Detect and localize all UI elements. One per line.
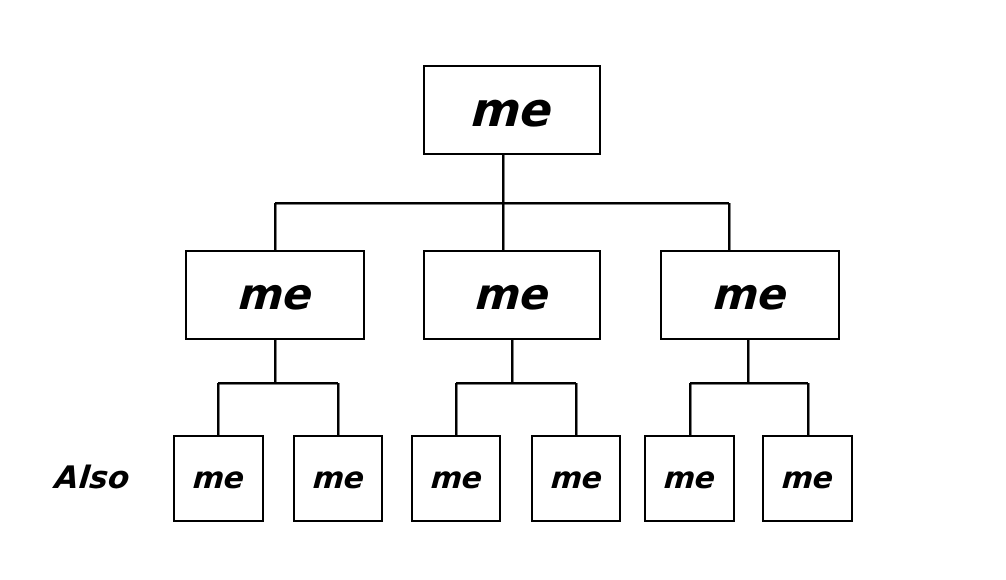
tree-node-mid-1[interactable]: me	[185, 250, 365, 340]
tree-node-leaf-2[interactable]: me	[293, 435, 383, 522]
tree-node-leaf-3[interactable]: me	[411, 435, 501, 522]
tree-node-label: me	[191, 460, 246, 496]
also-annotation-label: Also	[53, 459, 132, 496]
tree-node-label: me	[311, 460, 365, 496]
tree-node-label: me	[711, 269, 789, 320]
tree-node-leaf-1[interactable]: me	[173, 435, 264, 522]
tree-node-leaf-6[interactable]: me	[762, 435, 853, 522]
tree-node-mid-2[interactable]: me	[423, 250, 601, 340]
tree-node-label: me	[473, 269, 551, 320]
tree-node-root[interactable]: me	[423, 65, 601, 155]
tree-node-label: me	[780, 460, 835, 496]
tree-node-label: me	[662, 460, 717, 496]
tree-node-mid-3[interactable]: me	[660, 250, 840, 340]
tree-node-label: me	[236, 269, 314, 320]
tree-node-leaf-5[interactable]: me	[644, 435, 735, 522]
tree-node-label: me	[470, 82, 554, 138]
tree-node-label: me	[429, 460, 483, 496]
tree-node-label: me	[549, 460, 603, 496]
tree-node-leaf-4[interactable]: me	[531, 435, 621, 522]
